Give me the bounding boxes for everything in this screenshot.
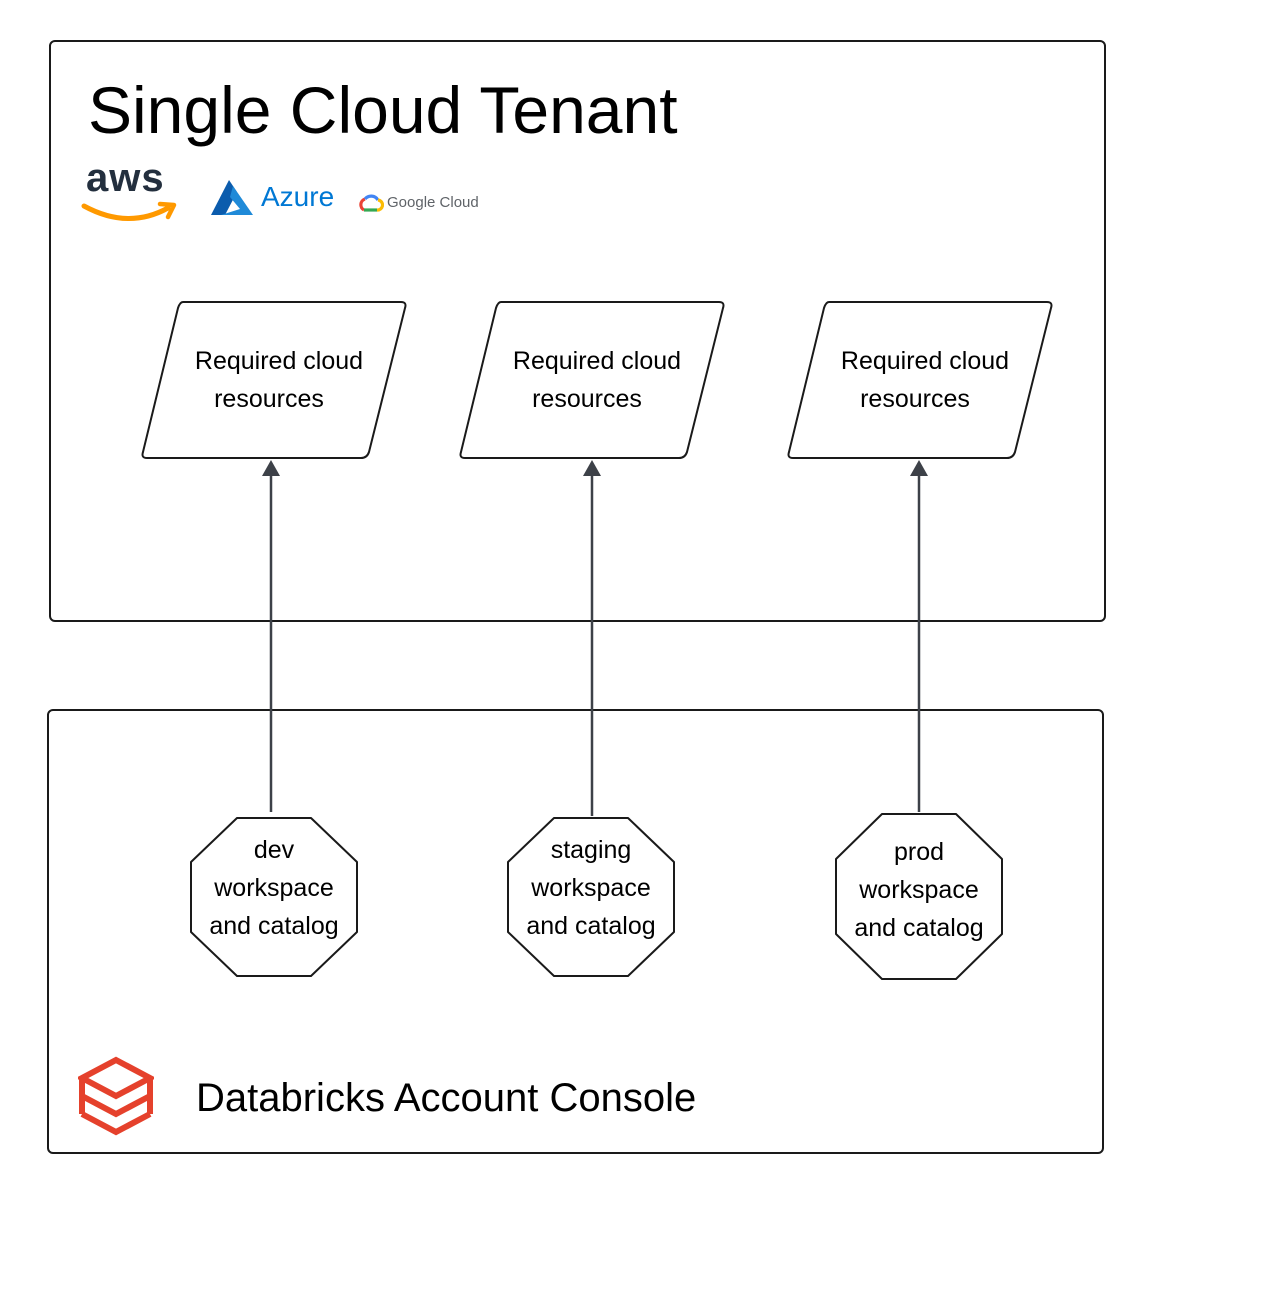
azure-logo-text: Azure bbox=[261, 181, 335, 212]
google-cloud-icon bbox=[359, 194, 384, 212]
workspace-label-dev-line3: and catalog bbox=[209, 912, 339, 940]
databricks-logo bbox=[78, 1056, 154, 1136]
resource-shape-2 bbox=[459, 301, 725, 459]
resource-label-3-line1: Required cloud bbox=[840, 347, 1010, 375]
resource-label-3: Required cloud resources bbox=[814, 342, 1036, 418]
google-cloud-logo: Google Cloud bbox=[358, 190, 488, 218]
workspace-label-dev-line1: dev bbox=[253, 836, 295, 864]
aws-logo-text: aws bbox=[86, 156, 165, 200]
resource-label-2: Required cloud resources bbox=[486, 342, 708, 418]
workspace-label-staging-line2: workspace bbox=[531, 874, 651, 902]
workspace-label-prod-line3: and catalog bbox=[854, 914, 984, 942]
account-console-title: Databricks Account Console bbox=[196, 1076, 697, 1120]
resource-label-3-line2: resources bbox=[860, 385, 970, 413]
cloud-tenant-title: Single Cloud Tenant bbox=[88, 73, 678, 147]
google-cloud-logo-text: Google Cloud bbox=[387, 194, 479, 211]
aws-smile-icon bbox=[81, 201, 177, 221]
workspace-label-staging-line1: staging bbox=[550, 836, 632, 864]
resource-label-2-line1: Required cloud bbox=[512, 347, 682, 375]
workspace-label-prod-line1: prod bbox=[893, 838, 945, 866]
resource-label-2-line2: resources bbox=[532, 385, 642, 413]
workspace-shape-dev bbox=[190, 817, 358, 977]
azure-a-icon bbox=[211, 180, 253, 215]
connector-dev bbox=[262, 460, 280, 812]
workspace-label-prod: prod workspace and catalog bbox=[839, 833, 999, 947]
resource-shape-3 bbox=[787, 301, 1053, 459]
azure-logo: Azure bbox=[207, 176, 347, 220]
workspace-shape-prod bbox=[835, 813, 1003, 980]
aws-logo: aws bbox=[80, 156, 180, 230]
resource-shape-1 bbox=[141, 301, 407, 459]
workspace-shape-staging bbox=[507, 817, 675, 977]
workspace-label-prod-line2: workspace bbox=[859, 876, 979, 904]
workspace-label-dev: dev workspace and catalog bbox=[194, 831, 354, 945]
resource-label-1-line1: Required cloud bbox=[194, 347, 364, 375]
resource-label-1: Required cloud resources bbox=[168, 342, 390, 418]
workspace-label-dev-line2: workspace bbox=[214, 874, 334, 902]
workspace-label-staging-line3: and catalog bbox=[526, 912, 656, 940]
resource-label-1-line2: resources bbox=[214, 385, 324, 413]
connector-prod bbox=[910, 460, 928, 812]
connector-staging bbox=[583, 460, 601, 816]
workspace-label-staging: staging workspace and catalog bbox=[511, 831, 671, 945]
